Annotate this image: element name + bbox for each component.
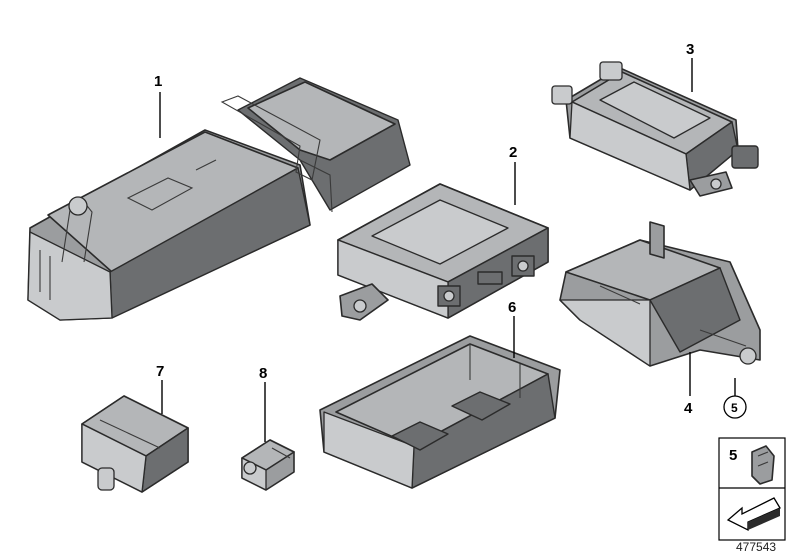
inset-box: 5	[718, 437, 786, 541]
part-7-usb-connector	[81, 395, 189, 493]
circled-callout-5-label: 5	[731, 401, 738, 415]
part-6-tray	[319, 335, 561, 489]
part-4-bracket	[559, 221, 761, 367]
part-3-amplifier	[551, 61, 759, 197]
circled-callout-5: 5	[723, 395, 747, 419]
callout-8: 8	[259, 365, 267, 382]
callout-6: 6	[508, 299, 516, 316]
part-1-cradle	[27, 77, 411, 321]
callout-3: 3	[686, 41, 694, 58]
callout-4: 4	[684, 400, 693, 417]
callout-7: 7	[156, 363, 164, 380]
inset-callout-5: 5	[729, 447, 737, 464]
clip-icon	[751, 445, 775, 485]
reference-number: 477543	[736, 540, 777, 554]
callout-1: 1	[154, 73, 162, 90]
callout-2: 2	[509, 144, 517, 161]
part-2-module	[337, 183, 549, 321]
part-8-plug	[241, 439, 295, 491]
direction-arrow-icon	[726, 497, 781, 532]
